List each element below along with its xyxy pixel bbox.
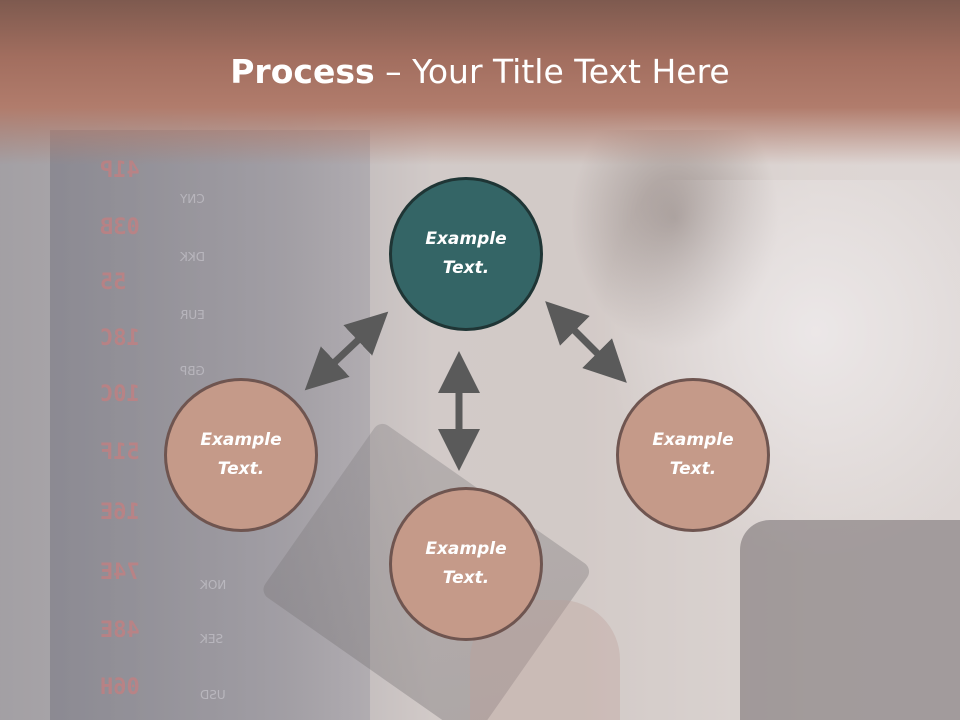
double-arrow-icon <box>545 301 627 383</box>
process-node-left[interactable]: Example Text. <box>164 378 318 532</box>
dark-sleeve <box>740 520 960 720</box>
process-node-bottom[interactable]: Example Text. <box>389 487 543 641</box>
node-label: Example Text. <box>652 430 734 479</box>
title-rest: – Your Title Text Here <box>374 52 730 91</box>
node-label: Example Text. <box>200 430 282 479</box>
process-node-right[interactable]: Example Text. <box>616 378 770 532</box>
double-arrow-icon <box>304 311 389 391</box>
node-label: Example Text. <box>425 539 507 588</box>
slide-title[interactable]: Process – Your Title Text Here <box>0 52 960 91</box>
node-label: Example Text. <box>425 229 507 278</box>
title-band <box>0 0 960 165</box>
process-node-top[interactable]: Example Text. <box>389 177 543 331</box>
title-bold: Process <box>230 52 375 91</box>
